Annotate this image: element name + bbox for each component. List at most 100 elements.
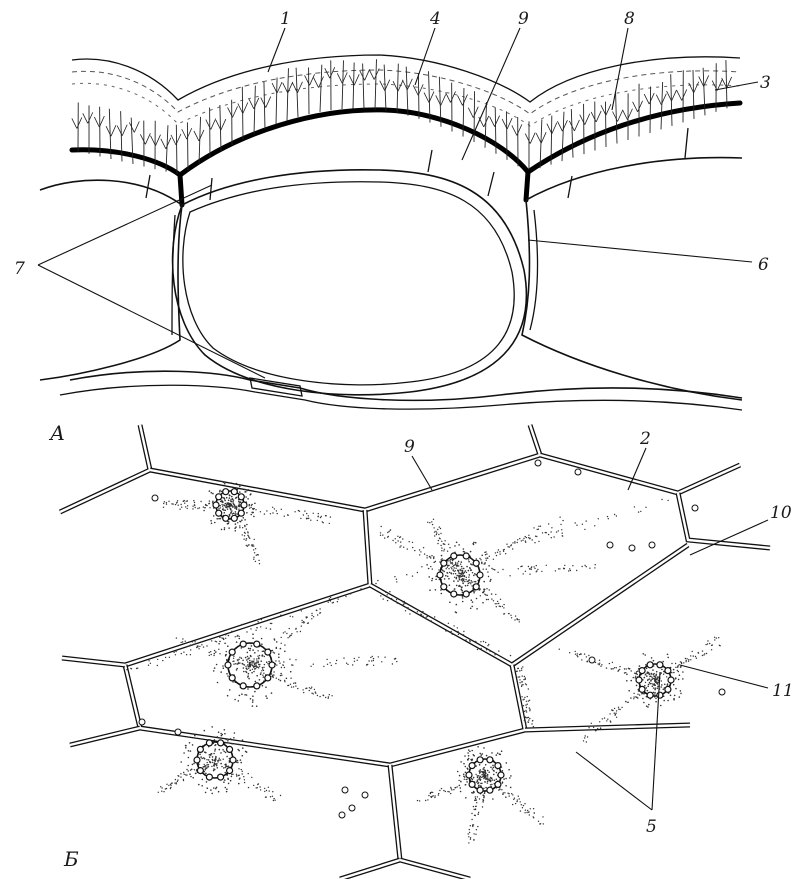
cytoplasm-dot — [220, 759, 221, 760]
nucleus-dot — [663, 700, 665, 702]
cytoplasm-dot — [527, 704, 528, 705]
cytoplasm-dot — [612, 710, 613, 711]
nucleus-dot — [266, 661, 268, 663]
cytoplasm-dot — [577, 653, 578, 654]
nucleus-dot — [248, 648, 250, 650]
cytoplasm-dot — [528, 566, 529, 567]
cytoplasm-dot — [488, 599, 489, 600]
cytoplasm-dot — [508, 613, 509, 614]
cytoplasm-dot — [506, 544, 507, 545]
cuticle-branch — [83, 112, 93, 123]
wall-ingrowth — [210, 178, 212, 200]
cytoplasm-dot — [681, 662, 682, 663]
cytoplasm-dot — [290, 678, 291, 679]
anticlinal-wall-right — [526, 172, 528, 200]
cytoplasm-dot — [182, 641, 183, 642]
cytoplasm-dot — [576, 525, 577, 526]
nucleus-dot — [216, 763, 218, 765]
cytoplasm-dot — [474, 809, 475, 810]
cytoplasm-dot — [526, 684, 527, 685]
cytoplasm-dot — [248, 544, 249, 545]
plastid — [441, 560, 447, 566]
cytoplasm-dot — [518, 796, 519, 797]
cytoplasm-dot — [688, 661, 689, 662]
cytoplasm-dot — [283, 632, 284, 633]
cytoplasm-dot — [370, 657, 371, 658]
cytoplasm-dot — [194, 505, 195, 506]
cytoplasm-dot — [526, 707, 527, 708]
nucleus-dot — [278, 657, 280, 659]
cytoplasm-dot — [538, 821, 539, 822]
cell-wall-gap — [390, 765, 400, 860]
cytoplasm-dot — [330, 516, 331, 517]
cytoplasm-dot — [532, 720, 533, 721]
cytoplasm-dot — [197, 508, 198, 509]
nucleus-dot — [214, 667, 216, 669]
cytoplasm-dot — [439, 790, 440, 791]
cytoplasm-dot — [185, 506, 186, 507]
plastid — [223, 515, 229, 521]
cuticle-branch — [171, 134, 181, 145]
cytoplasm-dot — [521, 696, 522, 697]
nucleus-dot — [245, 657, 247, 659]
cytoplasm-dot — [499, 606, 500, 607]
cytoplasm-dot — [599, 660, 600, 661]
cytoplasm-dot — [405, 603, 406, 604]
cytoplasm-dot — [711, 649, 712, 650]
cytoplasm-dot — [505, 553, 506, 554]
cytoplasm-dot — [180, 504, 181, 505]
cytoplasm-dot — [303, 514, 304, 515]
nucleus-dot — [648, 704, 650, 706]
nucleus-dot — [280, 673, 282, 675]
nucleus-dot — [682, 671, 684, 673]
cytoplasm-dot — [289, 636, 290, 637]
cuticle-branch — [228, 106, 238, 117]
cytoplasm-dot — [274, 800, 275, 801]
nucleus-dot — [222, 481, 224, 483]
cytoplasm-dot — [414, 550, 415, 551]
cytoplasm-dot — [255, 548, 256, 549]
droplet — [589, 657, 595, 663]
cytoplasm-dot — [534, 812, 535, 813]
cytoplasm-dot — [263, 673, 264, 674]
nucleus-dot — [485, 772, 487, 774]
cytoplasm-dot — [438, 534, 439, 535]
cuticle-branch — [249, 98, 259, 109]
cytoplasm-dot — [266, 510, 267, 511]
nucleus-dot — [252, 695, 254, 697]
panel-letter-a: А — [48, 421, 65, 445]
leader-line — [528, 240, 752, 262]
cytoplasm-dot — [635, 676, 636, 677]
nucleus-dot — [494, 569, 496, 571]
nucleus-dot — [643, 653, 645, 655]
cytoplasm-dot — [192, 641, 193, 642]
cytoplasm-dot — [308, 622, 309, 623]
cytoplasm-dot — [325, 697, 326, 698]
cytoplasm-dot — [336, 660, 337, 661]
nucleus-dot — [208, 759, 210, 761]
nucleus-dot — [468, 749, 470, 751]
nucleus-dot — [214, 745, 216, 747]
cytoplasm-dot — [284, 680, 285, 681]
cytoplasm-dot — [633, 696, 634, 697]
cytoplasm-dot — [645, 682, 646, 683]
cytoplasm-dot — [473, 833, 474, 834]
cytoplasm-dot — [409, 541, 410, 542]
nucleus-dot — [244, 664, 246, 666]
cytoplasm-dot — [393, 595, 394, 596]
cytoplasm-dot — [251, 777, 252, 778]
nucleus-dot — [461, 576, 463, 578]
cytoplasm-dot — [371, 660, 372, 661]
cytoplasm-dot — [489, 589, 490, 590]
wall-ingrowth — [685, 128, 688, 158]
cytoplasm-dot — [426, 617, 427, 618]
cytoplasm-dot — [546, 565, 547, 566]
cytoplasm-dot — [534, 542, 535, 543]
nucleus-dot — [226, 673, 228, 675]
cytoplasm-dot — [518, 619, 519, 620]
cytoplasm-dot — [300, 518, 301, 519]
nucleus-dot — [647, 686, 649, 688]
plastid — [463, 553, 469, 559]
cytoplasm-dot — [525, 704, 526, 705]
